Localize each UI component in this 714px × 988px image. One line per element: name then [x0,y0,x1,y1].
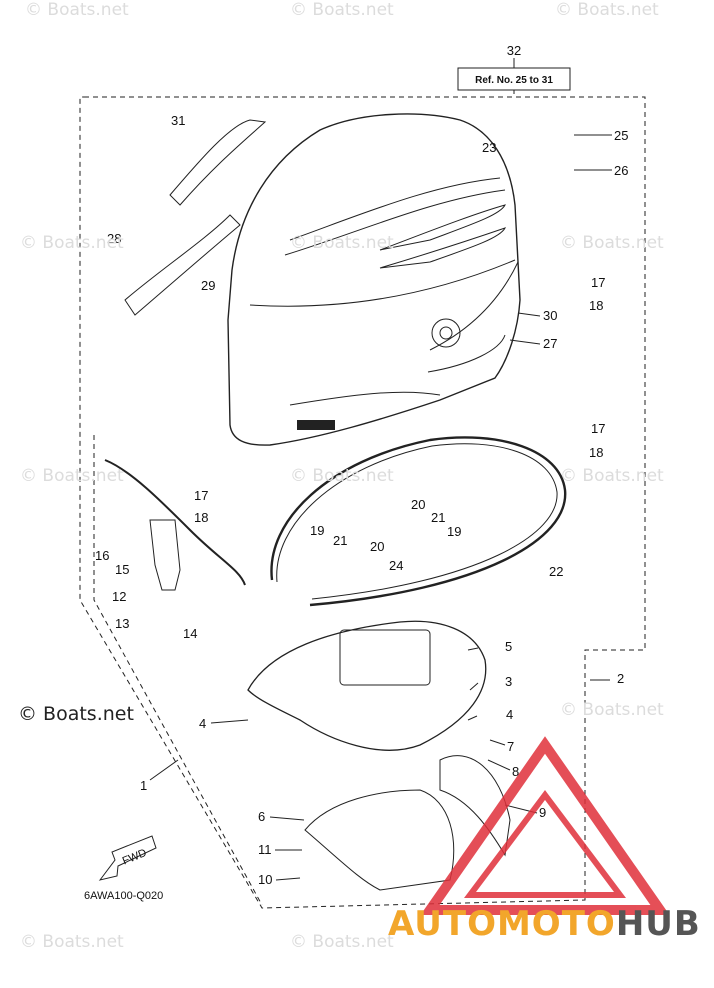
callout-28: 28 [107,231,121,246]
assembly-boundary [79,96,646,909]
bracket-9 [439,755,511,857]
watermark: © Boats.net [560,466,664,486]
callout-6: 6 [258,809,265,824]
callout-9: 9 [539,805,546,820]
callout-5: 5 [505,639,512,654]
decal-28 [124,214,241,316]
callout-18: 18 [589,445,603,460]
callout-19: 19 [447,524,461,539]
callout-7: 7 [507,739,514,754]
decal-31 [169,119,267,206]
automotohub-triangle-icon [420,736,670,915]
callout-29: 29 [201,278,215,293]
fwd-arrow-icon: FWD [98,835,157,881]
diagram-code: 6AWA100-Q020 [84,890,163,902]
watermark: © Boats.net [290,233,394,253]
ref-box-label: Ref. No. 25 to 31 [475,75,553,86]
callout-4: 4 [506,707,513,722]
callout-16: 16 [95,548,109,563]
callout-30: 30 [543,308,557,323]
bottom-cover [247,620,487,751]
callout-1: 1 [140,778,147,793]
callout-3: 3 [505,674,512,689]
callout-17: 17 [591,275,605,290]
watermark: © Boats.net [290,932,394,952]
watermark-primary: © Boats.net [18,703,134,725]
callout-27: 27 [543,336,557,351]
watermark: © Boats.net [555,0,659,20]
callout-26: 26 [614,163,628,178]
logo-part2: HUB [615,904,701,944]
callout-23: 23 [482,140,496,155]
watermark: © Boats.net [20,932,124,952]
lower-case [304,789,455,891]
callout-18: 18 [589,298,603,313]
callout-20: 20 [370,539,384,554]
callout-18: 18 [194,510,208,525]
logo-part1: AUTOMOTO [388,904,616,944]
watermark: © Boats.net [20,466,124,486]
watermark: © Boats.net [560,700,664,720]
callout-11: 11 [258,842,272,857]
watermark: © Boats.net [290,466,394,486]
seal-22 [270,436,567,607]
callout-10: 10 [258,872,272,887]
callout-2: 2 [617,671,624,686]
callout-32: 32 [507,43,521,58]
callout-17: 17 [194,488,208,503]
callout-21: 21 [333,533,347,548]
callout-25: 25 [614,128,628,143]
callout-24: 24 [389,558,403,573]
callout-21: 21 [431,510,445,525]
lower-boundary [93,435,263,906]
callout-4: 4 [199,716,206,731]
watermark: © Boats.net [25,0,129,20]
callout-19: 19 [310,523,324,538]
callout-14: 14 [183,626,197,641]
callout-17: 17 [591,421,605,436]
watermark: © Boats.net [290,0,394,20]
callout-15: 15 [115,562,129,577]
watermark: © Boats.net [20,233,124,253]
yamaha-logo-icon [431,318,461,348]
callout-22: 22 [549,564,563,579]
latch-assembly [149,519,181,591]
callout-12: 12 [112,589,126,604]
top-cowling [227,113,521,446]
automotohub-logo: AUTOMOTOHUB [388,904,701,944]
callout-20: 20 [411,497,425,512]
watermark: © Boats.net [560,233,664,253]
callout-8: 8 [512,764,519,779]
callout-13: 13 [115,616,129,631]
callout-31: 31 [171,113,185,128]
